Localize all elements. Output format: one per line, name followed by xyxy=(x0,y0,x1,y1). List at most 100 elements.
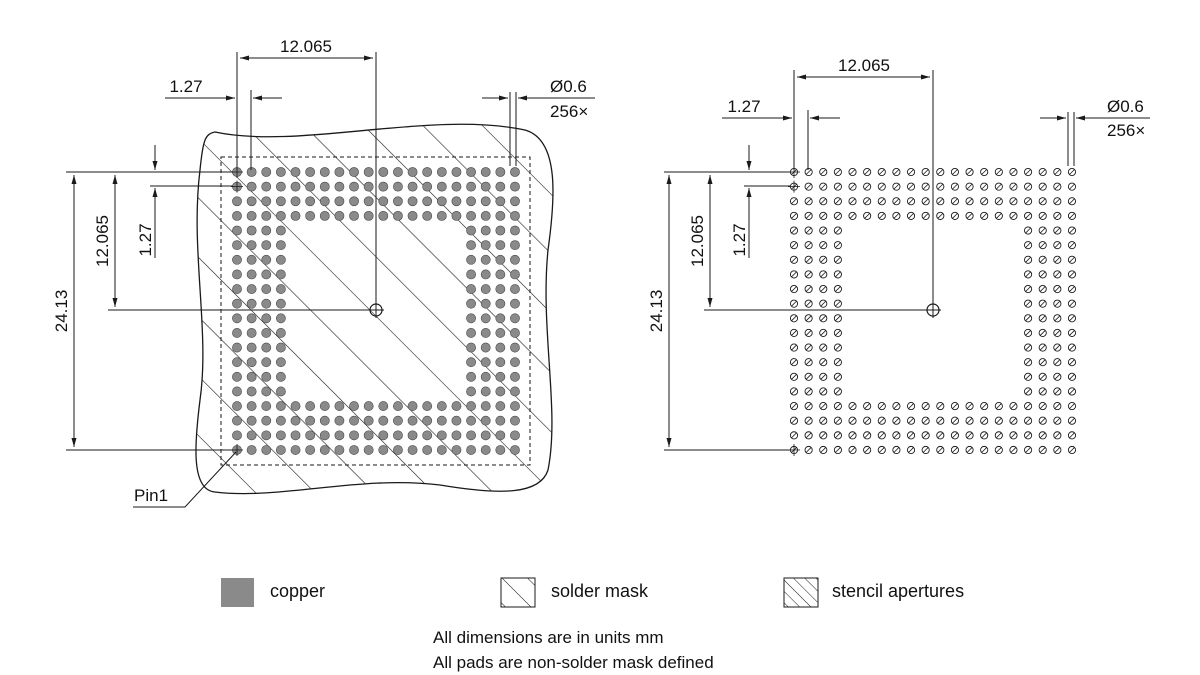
stencil-aperture-hatch xyxy=(1069,359,1075,365)
copper-pad xyxy=(319,401,330,411)
copper-pad xyxy=(407,196,418,207)
stencil-aperture-hatch xyxy=(996,198,1002,205)
stencil-aperture-hatch xyxy=(835,330,841,336)
copper-pad xyxy=(466,181,476,192)
copper-pad xyxy=(275,445,286,455)
copper-pad xyxy=(436,167,447,177)
copper-pad xyxy=(378,167,389,177)
dim-top-pitch-text: 1.27 xyxy=(169,77,202,96)
copper-pad xyxy=(363,401,374,411)
stencil-aperture-hatch xyxy=(820,432,827,439)
stencil-aperture-array xyxy=(788,166,1077,456)
stencil-aperture-hatch xyxy=(820,388,827,395)
stencil-aperture-hatch xyxy=(805,388,812,395)
copper-pad xyxy=(363,210,374,221)
copper-pad xyxy=(275,415,286,426)
stencil-aperture-hatch xyxy=(908,417,914,424)
stencil-aperture-hatch xyxy=(893,432,900,439)
stencil-aperture-hatch xyxy=(835,359,841,365)
copper-pad xyxy=(466,167,476,177)
stencil-aperture-hatch xyxy=(791,271,797,278)
copper-pad xyxy=(422,196,433,207)
stencil-aperture-hatch xyxy=(893,198,900,205)
copper-pad xyxy=(480,225,491,236)
stencil-aperture-hatch xyxy=(805,417,812,424)
stencil-aperture-hatch xyxy=(908,403,914,409)
stencil-aperture-hatch xyxy=(791,388,797,395)
stencil-aperture-hatch xyxy=(849,432,856,439)
copper-pad xyxy=(290,196,301,207)
stencil-aperture-hatch xyxy=(981,169,987,175)
copper-pad xyxy=(495,415,506,426)
copper-pad xyxy=(363,167,374,177)
stencil-aperture-hatch xyxy=(791,417,797,424)
stencil-aperture-hatch xyxy=(791,300,797,307)
copper-pad xyxy=(232,401,242,411)
copper-pad xyxy=(451,196,462,207)
stencil-aperture-hatch xyxy=(805,315,812,322)
stencil-aperture-hatch xyxy=(1069,330,1075,336)
copper-pad xyxy=(495,371,506,382)
stencil-aperture-hatch xyxy=(952,403,958,409)
dim-count-text: 256× xyxy=(1107,121,1145,140)
copper-pad xyxy=(451,210,462,221)
legend-solder-mask-label: solder mask xyxy=(551,581,649,601)
copper-pad xyxy=(319,210,330,221)
copper-pad xyxy=(510,196,520,207)
stencil-aperture-hatch xyxy=(805,271,812,278)
stencil-aperture-hatch xyxy=(981,447,987,453)
copper-pad xyxy=(261,254,272,265)
stencil-aperture-hatch xyxy=(1069,315,1075,322)
stencil-aperture-hatch xyxy=(835,227,841,234)
dim-vertical-total-text: 24.13 xyxy=(647,290,666,333)
stencil-aperture-hatch xyxy=(1069,447,1075,453)
stencil-aperture-hatch xyxy=(981,417,987,424)
stencil-aperture-hatch xyxy=(1054,432,1061,439)
copper-pad xyxy=(290,181,301,192)
copper-pad xyxy=(510,181,520,192)
stencil-aperture-hatch xyxy=(835,256,841,263)
copper-pad xyxy=(334,181,345,192)
copper-pad xyxy=(466,328,476,338)
stencil-aperture-hatch xyxy=(1025,256,1031,263)
stencil-aperture-hatch xyxy=(820,447,827,453)
stencil-aperture-hatch xyxy=(791,344,797,351)
stencil-aperture-hatch xyxy=(805,447,812,453)
stencil-aperture-hatch xyxy=(1054,388,1061,395)
stencil-aperture-hatch xyxy=(996,417,1002,424)
stencil-aperture-hatch xyxy=(1010,432,1017,439)
copper-pad xyxy=(275,284,286,294)
copper-pad xyxy=(261,357,272,368)
copper-pad xyxy=(305,430,316,441)
stencil-aperture-hatch xyxy=(1025,169,1031,175)
copper-pad xyxy=(246,225,257,236)
stencil-aperture-hatch xyxy=(966,169,973,175)
stencil-aperture-hatch xyxy=(835,198,841,205)
copper-pad xyxy=(466,445,476,455)
copper-pad xyxy=(451,445,462,455)
copper-pad xyxy=(495,181,506,192)
copper-pad xyxy=(510,430,520,441)
copper-pad xyxy=(290,210,301,221)
copper-pad xyxy=(261,269,272,280)
stencil-aperture-hatch xyxy=(1069,286,1075,292)
stencil-aperture-hatch xyxy=(1039,330,1046,336)
stencil-aperture-hatch xyxy=(1054,227,1061,234)
stencil-aperture-hatch xyxy=(1039,242,1046,248)
stencil-aperture-hatch xyxy=(937,432,944,439)
stencil-aperture-hatch xyxy=(922,417,929,424)
copper-pad xyxy=(480,342,491,353)
stencil-aperture-hatch xyxy=(1025,417,1031,424)
copper-pad xyxy=(393,401,403,411)
stencil-aperture-hatch xyxy=(922,198,929,205)
copper-pad xyxy=(349,167,359,177)
copper-pad xyxy=(451,401,462,411)
copper-pad xyxy=(261,181,272,192)
copper-pad xyxy=(466,196,476,207)
stencil-aperture-hatch xyxy=(805,374,812,380)
copper-pad xyxy=(495,401,506,411)
stencil-aperture-hatch xyxy=(1069,403,1075,409)
stencil-aperture-hatch xyxy=(952,432,958,439)
copper-pad xyxy=(319,415,330,426)
copper-pad xyxy=(378,415,389,426)
